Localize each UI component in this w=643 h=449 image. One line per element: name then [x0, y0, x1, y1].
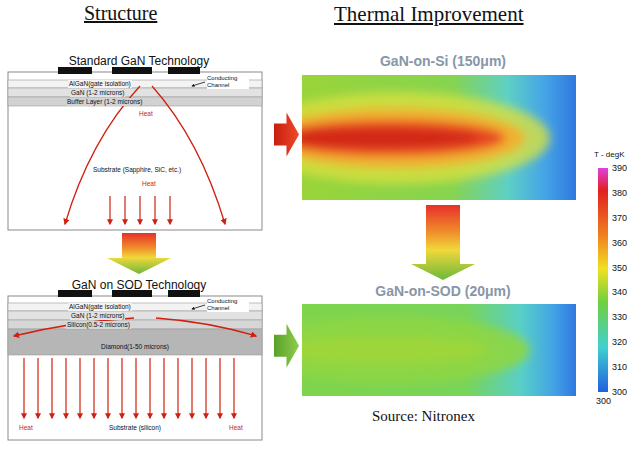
heat-arrow	[163, 358, 164, 418]
tick-label: 380	[612, 188, 627, 198]
layer-label: Substrate (Sapphire, SiC, etc.)	[92, 166, 182, 174]
heatmap-si	[250, 75, 576, 200]
section-heading: Structure	[84, 2, 157, 25]
gan-layer: GaN (1-2 microns)	[8, 88, 262, 97]
heat-arrow	[23, 358, 24, 418]
source-caption: Source: Nitronex	[372, 408, 475, 425]
heat-arrow	[93, 358, 94, 418]
tick-label: 300	[596, 396, 611, 406]
heat-arrow	[79, 358, 80, 418]
heatmap-sod	[250, 304, 576, 396]
standard-structure	[8, 67, 262, 230]
diamond-layer: Diamond(1-50 microns)	[8, 329, 262, 355]
tick-label: 320	[612, 337, 627, 347]
layer-label: Diamond(1-50 microns)	[100, 343, 170, 351]
heat-arrow	[205, 358, 206, 418]
gan-layer: GaN (1-2 microns)	[8, 311, 262, 320]
silicon-layer: Silicon(0.5-2 microns)	[8, 320, 262, 329]
tick-label: 340	[612, 287, 627, 297]
tick-label: 330	[612, 312, 627, 322]
heat-arrow	[37, 358, 38, 418]
heatmap-panel: GaN-on-Si (150μm)	[302, 52, 584, 202]
tick-label: 360	[612, 238, 627, 248]
heat-arrow	[191, 358, 192, 418]
heat-arrow	[65, 358, 66, 418]
heat-arrows	[110, 196, 170, 224]
panel-heading: GaN-on-SOD (20μm)	[302, 282, 584, 300]
heat-label: Heat	[141, 180, 157, 188]
channel-label: Conducting Channel	[207, 298, 249, 312]
heat-arrow	[121, 358, 122, 418]
heat-arrow	[149, 358, 150, 418]
heat-arrow	[154, 196, 155, 224]
heat-arrow	[139, 196, 140, 224]
heat-arrow	[124, 196, 125, 224]
heat-arrow	[233, 358, 234, 418]
heatmap-panel: GaN-on-SOD (20μm)	[302, 282, 584, 398]
heat-label: Heat	[18, 424, 34, 432]
heat-arrow	[177, 358, 178, 418]
heat-arrow	[107, 358, 108, 418]
tick-label: 300	[612, 387, 627, 397]
heat-label: Heat	[228, 424, 244, 432]
layer-label: AlGaN(gate isolation)	[68, 80, 132, 88]
layer-label: Silicon(0.5-2 microns)	[66, 321, 131, 329]
substrate-layer: Substrate (silicon)	[8, 355, 262, 440]
heat-arrow	[169, 196, 170, 224]
sod-structure	[8, 290, 262, 440]
tick-label: 350	[612, 263, 627, 273]
layer-label: GaN (1-2 microns)	[70, 312, 125, 320]
panel-heading: GaN on SOD Technology	[8, 278, 270, 292]
heat-arrow	[51, 358, 52, 418]
block-arrow	[274, 324, 299, 368]
section-heading: Thermal Improvement	[334, 2, 524, 27]
tick-label: 310	[612, 362, 627, 372]
channel-label: Conducting Channel	[207, 75, 249, 89]
layer-label: GaN (1-2 microns)	[70, 89, 125, 97]
color-bar	[598, 168, 608, 392]
layer-label: AlGaN(gate isolation)	[68, 303, 132, 311]
heat-arrow	[109, 196, 110, 224]
heat-arrow	[219, 358, 220, 418]
tick-label: 370	[612, 213, 627, 223]
buffer-layer: Buffer Layer (1-2 microns)	[8, 97, 262, 106]
heat-arrow	[135, 358, 136, 418]
layer-label: Buffer Layer (1-2 microns)	[66, 98, 143, 106]
axis-unit: T - degK	[594, 150, 625, 160]
block-arrow	[411, 205, 475, 280]
heat-label: Heat	[138, 110, 154, 118]
panel-heading: Standard GaN Technology	[8, 54, 270, 68]
substrate-layer: Substrate (Sapphire, SiC, etc.)	[8, 106, 262, 230]
block-arrow	[107, 233, 171, 274]
layer-label: Substrate (silicon)	[108, 424, 162, 432]
block-arrow	[274, 113, 299, 157]
tick-label: 390	[612, 163, 627, 173]
panel-heading: GaN-on-Si (150μm)	[302, 52, 584, 70]
